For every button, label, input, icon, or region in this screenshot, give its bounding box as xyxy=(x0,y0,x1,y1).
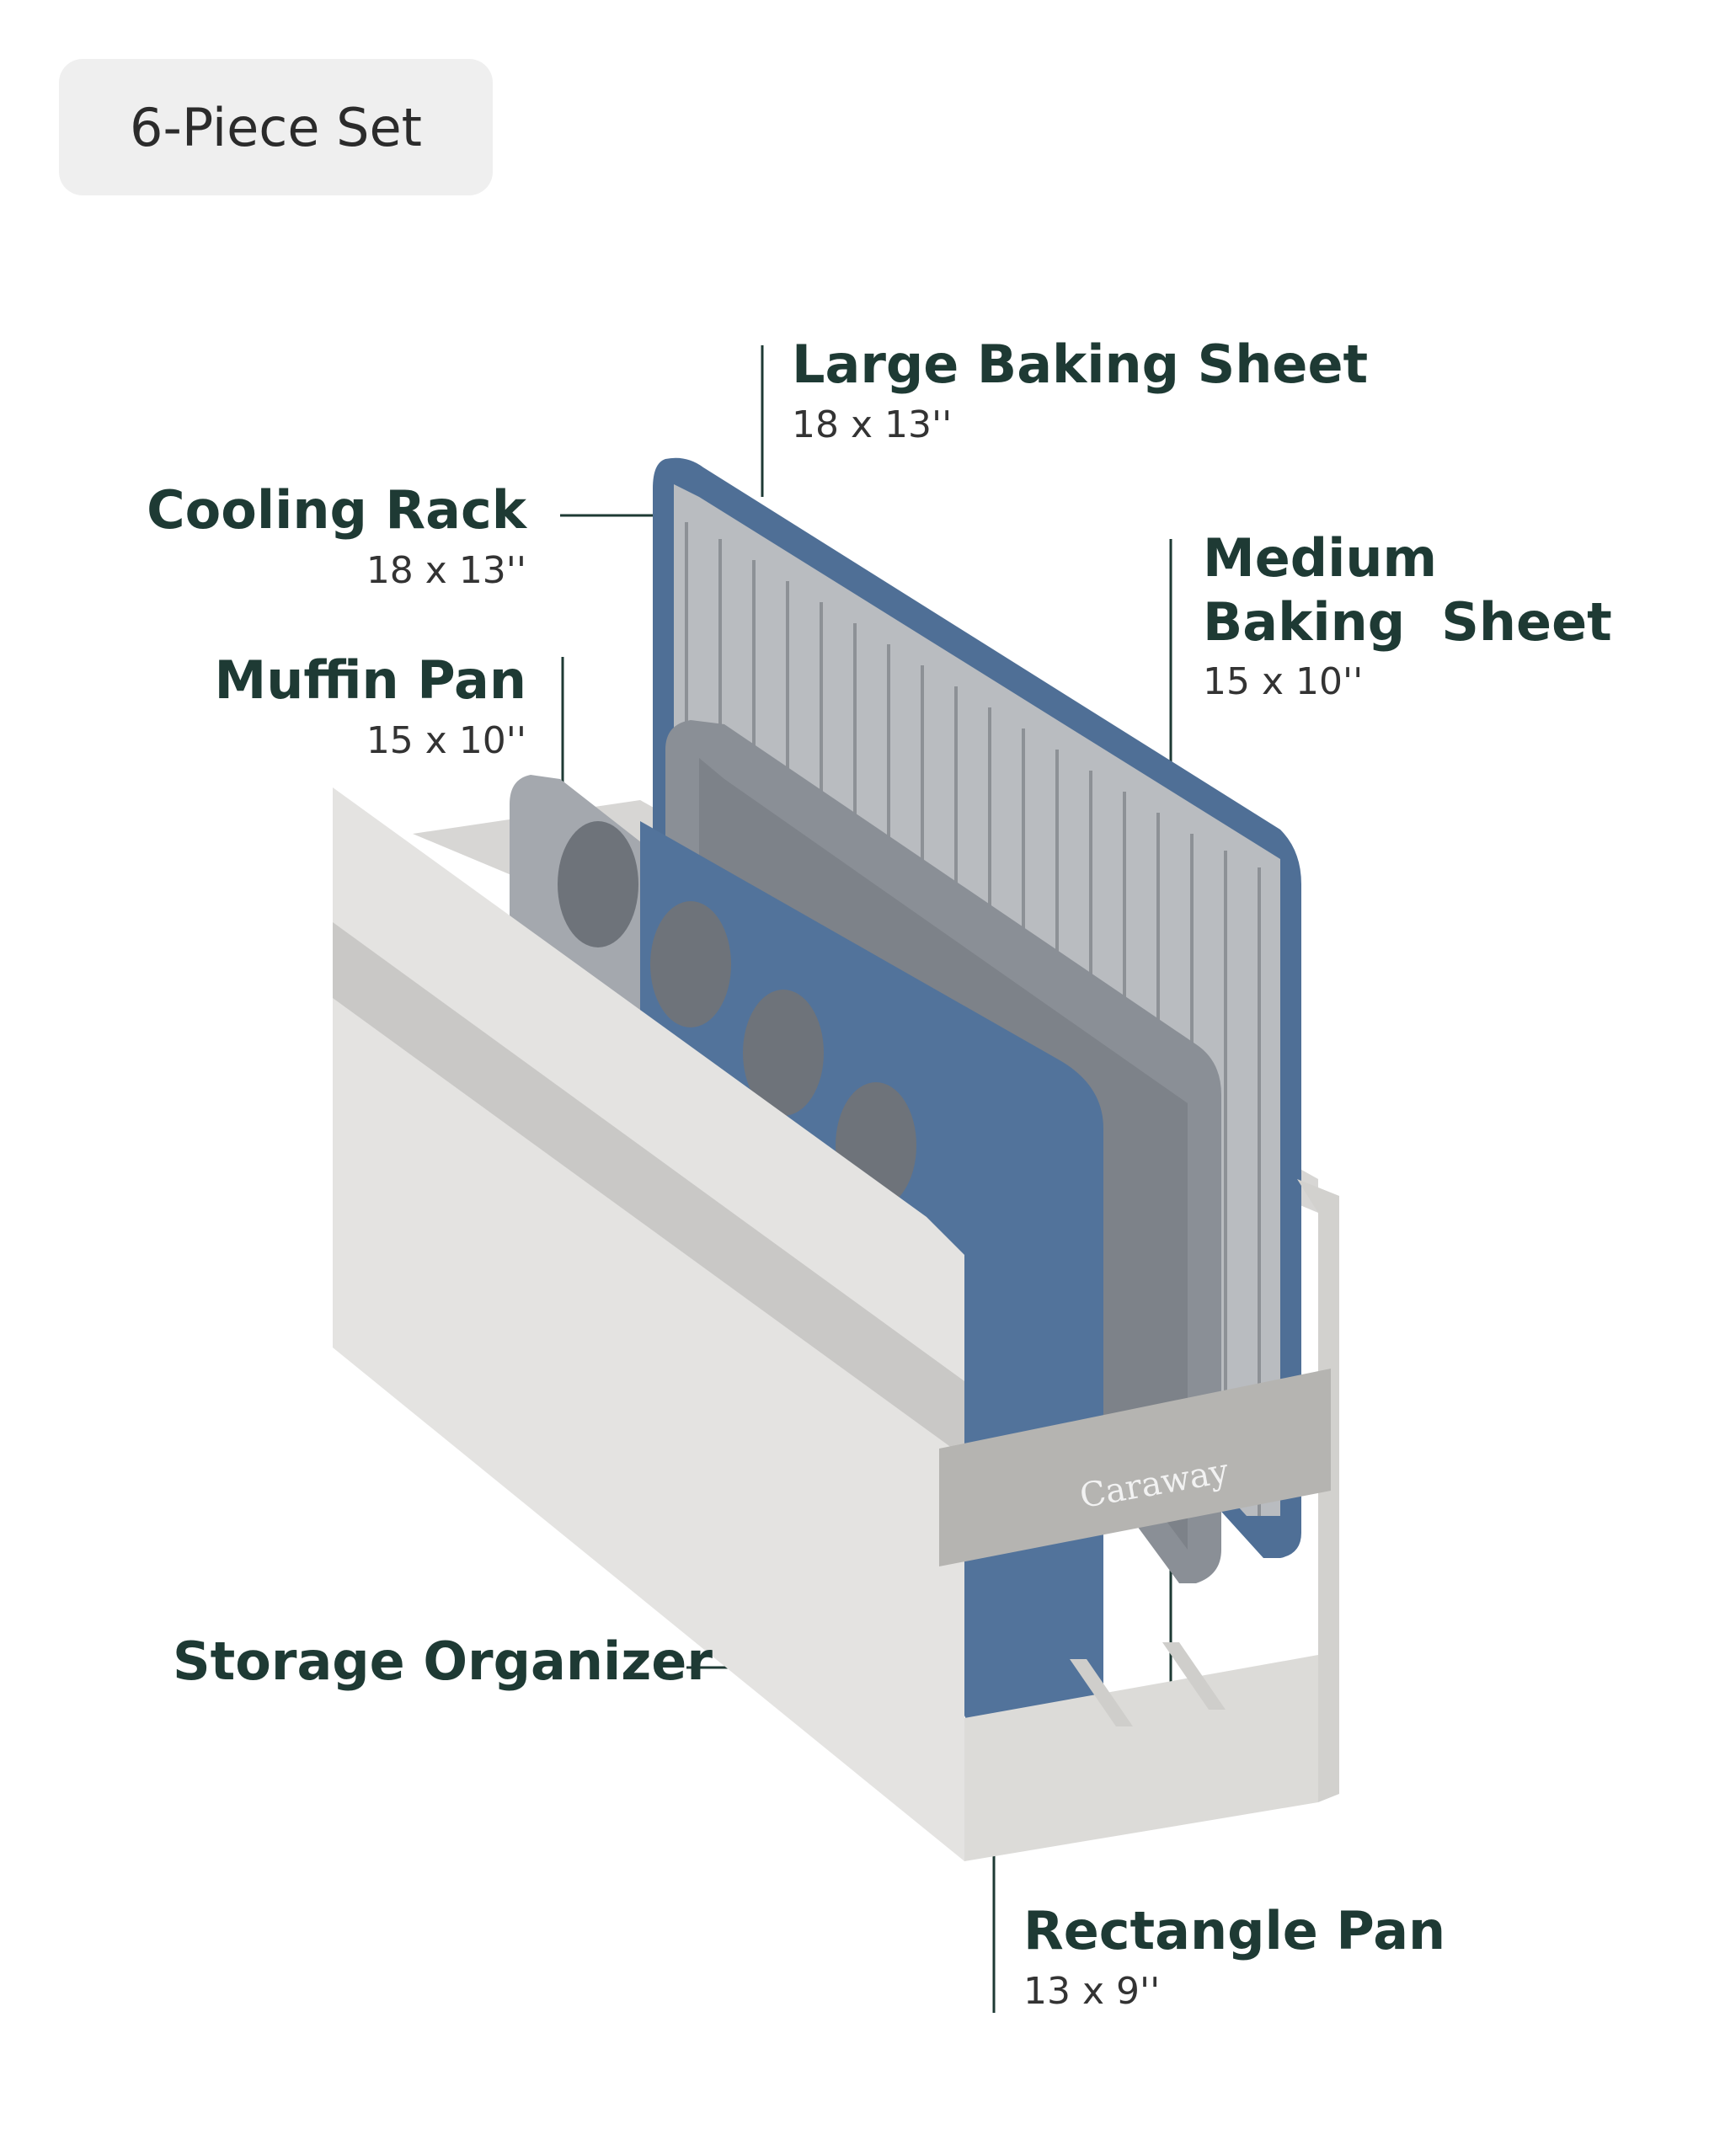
cooling-rack-name: Cooling Rack xyxy=(147,479,526,541)
muffin-pan-name: Muffin Pan xyxy=(214,649,526,711)
medium-baking-sheet-name-line2: Baking Sheet xyxy=(1203,590,1612,653)
organizer-dividers xyxy=(1070,1642,1226,1726)
label-large-baking-sheet: Large Baking Sheet 18 x 13'' xyxy=(792,333,1368,446)
rectangle-pan-name: Rectangle Pan xyxy=(1023,1900,1446,1961)
set-size-badge: 6-Piece Set xyxy=(59,59,493,195)
cooling-rack-dim: 18 x 13'' xyxy=(366,548,526,592)
label-medium-baking-sheet: Medium Baking Sheet 15 x 10'' xyxy=(1203,526,1612,703)
rectangle-pan-dim: 13 x 9'' xyxy=(1023,1969,1161,2013)
label-rectangle-pan: Rectangle Pan 13 x 9'' xyxy=(1023,1899,1445,2013)
organizer-strap xyxy=(333,922,964,1457)
medium-baking-sheet-dim: 15 x 10'' xyxy=(1203,660,1364,704)
large-baking-sheet-dim: 18 x 13'' xyxy=(792,403,953,446)
label-storage-organizer: Storage Organizer xyxy=(173,1630,713,1694)
organizer-band xyxy=(939,1369,1331,1566)
muffin-pan-dim: 15 x 10'' xyxy=(366,718,526,762)
label-muffin-pan: Muffin Pan 15 x 10'' xyxy=(101,648,526,762)
set-size-label: 6-Piece Set xyxy=(130,96,422,158)
muffin-cups xyxy=(558,821,916,1209)
organizer-end-wall xyxy=(964,1655,1318,1861)
label-cooling-rack: Cooling Rack 18 x 13'' xyxy=(101,478,526,592)
large-baking-sheet-name: Large Baking Sheet xyxy=(792,334,1369,395)
medium-baking-sheet-name-line1: Medium xyxy=(1203,527,1438,589)
storage-organizer-name: Storage Organizer xyxy=(173,1630,713,1692)
